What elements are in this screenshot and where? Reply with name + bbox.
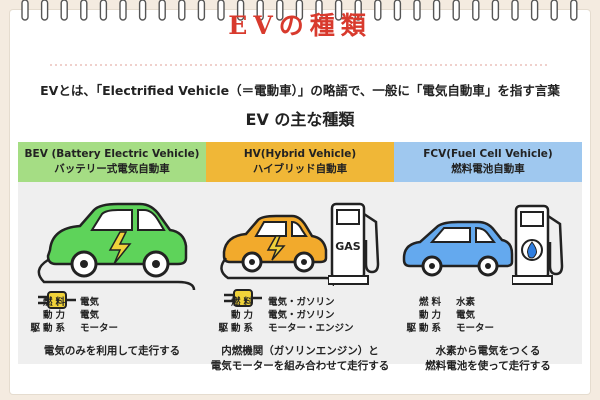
column-fcv: FCV(Fuel Cell Vehicle) 燃料電池自動車 燃料水素 動力電気… [394,142,582,364]
spec-row: 駆動系モーター・エンジン [218,323,354,334]
hydrogen-pump-icon [512,204,564,285]
binder-ring [432,0,441,21]
binder-ring [472,0,480,21]
binder-ring [21,0,29,21]
spec-row: 駆動系モーター [406,323,495,334]
binder-ring [236,0,245,21]
column-bev-body [18,182,206,364]
fcv-name-ja: 燃料電池自動車 [451,163,525,175]
binder-ring [530,0,539,21]
gas-pump-icon: GAS [328,202,380,285]
spec-row: 燃料電気 [42,297,100,308]
binder-ring [276,0,284,21]
hv-name-ja: ハイブリッド自動車 [252,163,348,175]
fcv-spec-list: 燃料水素 動力電気 駆動系モーター [394,296,582,335]
binder-ring [178,0,186,21]
binder-ring [295,0,304,21]
plug-icon [224,289,262,307]
bev-name-en: BEV (Battery Electric Vehicle) [24,148,200,160]
binder-ring [119,0,127,21]
binder-ring [197,0,206,21]
plug-icon [38,291,76,309]
fcv-name-en: FCV(Fuel Cell Vehicle) [423,148,553,160]
binder-ring [413,0,421,21]
binder-ring [158,0,166,21]
column-hv: HV(Hybrid Vehicle) ハイブリッド自動車 GAS [206,142,394,364]
spec-row: 駆動系モーター [30,323,119,334]
binder-ring [334,0,343,21]
hv-description: 内燃機関（ガソリンエンジン）と 電気モーターを組み合わせて走行する [210,345,390,372]
column-fcv-body [394,182,582,364]
binder-ring [80,0,88,21]
binder-ring [138,0,147,21]
column-bev: BEV (Battery Electric Vehicle) バッテリー式電気自… [18,142,206,364]
orange-car-icon [220,214,334,287]
spec-row: 燃料水素 [418,297,476,308]
binder-ring [40,0,49,21]
page-title: EVの種類 [228,11,372,40]
binder-ring [99,0,108,21]
spec-row: 動力電気 [418,310,476,321]
binder-ring [393,0,402,21]
binder-ring [491,0,500,21]
blue-car-icon [402,220,514,277]
binder-ring [452,0,460,21]
binder-ring [511,0,519,21]
hv-spec-list: 燃料電気・ガソリン 動力電気・ガソリン 駆動系モーター・エンジン [206,296,394,335]
binder-ring [217,0,225,21]
fcv-description: 水素から電気をつくる 燃料電池を使って走行する [425,345,551,372]
spec-row: 動力電気 [42,310,100,321]
binder-ring [256,0,264,21]
binder-ring [60,0,68,21]
binder-ring [354,0,362,21]
column-fcv-head: FCV(Fuel Cell Vehicle) 燃料電池自動車 [394,142,582,182]
green-car-icon [37,202,196,291]
spec-row: 動力電気・ガソリン [230,310,335,321]
column-bev-head: BEV (Battery Electric Vehicle) バッテリー式電気自… [18,142,206,182]
binder-ring [374,0,382,21]
bev-description: 電気のみを利用して走行する [43,345,181,357]
column-hv-body: GAS [206,182,394,364]
binder-ring [570,0,578,21]
section-title: EV の主な種類 [245,110,355,129]
binder-rings [21,0,578,21]
hv-name-en: HV(Hybrid Vehicle) [243,148,357,160]
column-hv-head: HV(Hybrid Vehicle) ハイブリッド自動車 [206,142,394,182]
bev-spec-list: 燃料電気 動力電気 駆動系モーター [18,296,206,335]
page-subtitle: EVとは、「Electrified Vehicle（＝電動車）」の略語で、一般に… [40,83,560,98]
spec-row: 燃料電気・ガソリン [230,297,335,308]
bev-name-ja: バッテリー式電気自動車 [54,163,170,175]
title-underline [50,64,550,66]
binder-ring [315,0,323,21]
binder-ring [550,0,558,21]
gas-label: GAS [335,240,361,253]
